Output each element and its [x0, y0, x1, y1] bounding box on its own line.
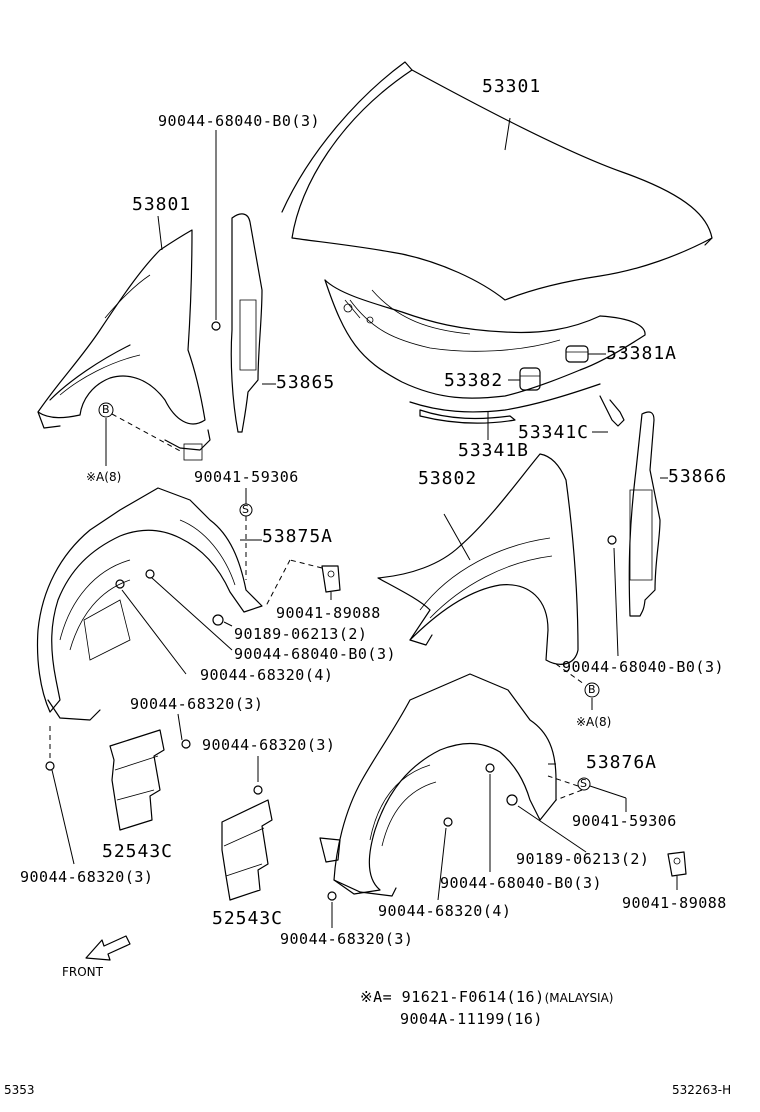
- note-a-main: ※A= 91621-F0614(16): [360, 988, 545, 1006]
- label-fender-lh: 53801: [132, 194, 192, 215]
- label-bolt-rh-seal: 90044-68040-B0(3): [562, 658, 725, 676]
- label-bolt-lh-3a: 90044-68320(3): [130, 695, 264, 713]
- label-screw-rh: 90189-06213(2): [516, 850, 650, 868]
- bolt-top: [211, 130, 221, 331]
- shield-lh-52543c: [109, 729, 165, 831]
- note-a-line1: ※A= 91621-F0614(16)(MALAYSIA): [360, 990, 613, 1005]
- bolts-rh-liner: [327, 763, 495, 928]
- liner-lh-53875a: [36, 487, 263, 721]
- seal-lh-53865: [230, 213, 276, 433]
- label-seal-rh: 53866: [668, 466, 728, 487]
- marker-b-rh-letter: B: [588, 683, 596, 696]
- cushion-53382: [508, 367, 541, 391]
- label-bolt-lh-3b: 90044-68320(3): [202, 736, 336, 754]
- label-bolt-top: 90044-68040-B0(3): [158, 112, 321, 130]
- label-shield-lh: 52543C: [102, 841, 174, 862]
- marker-b-lh: [98, 402, 183, 466]
- liner-rh-53876a: [319, 673, 557, 897]
- hood-seal-53341: [487, 395, 625, 440]
- note-a-sub: (MALAYSIA): [544, 991, 614, 1005]
- bolts-lh-liner: [45, 569, 233, 865]
- label-liner-rh: 53876A: [586, 752, 658, 773]
- marker-b-lh-letter: B: [102, 403, 110, 416]
- label-clip-lh: 90041-59306: [194, 468, 299, 486]
- label-seal-lh: 53865: [276, 372, 336, 393]
- label-bolt-lh-liner: 90044-68040-B0(3): [234, 645, 397, 663]
- clip-s-rh: [547, 775, 627, 812]
- label-bolt-lh-4: 90044-68320(4): [200, 666, 334, 684]
- label-lock-pad: 53381A: [606, 343, 678, 364]
- label-ref-a-rh: ※A(8): [576, 715, 612, 729]
- label-liner-lh: 53875A: [262, 526, 334, 547]
- page-code-right: 532263-H: [672, 1083, 732, 1097]
- label-hood-seal-c: 53341C: [518, 422, 590, 443]
- marker-s-lh-letter: S: [242, 503, 249, 516]
- note-a-line2: 9004A-11199(16): [400, 1010, 543, 1028]
- nut-rh: [667, 851, 687, 890]
- label-front: FRONT: [62, 965, 103, 979]
- marker-s-rh-letter: S: [580, 777, 587, 790]
- page-code-left: 5353: [4, 1083, 35, 1097]
- front-arrow: [85, 935, 131, 961]
- label-bolt-lh-bottom: 90044-68320(3): [20, 868, 154, 886]
- nut-lh: [265, 559, 341, 607]
- label-ref-a-lh: ※A(8): [86, 470, 122, 484]
- screw-lh: [212, 614, 233, 627]
- seal-rh-53866: [628, 411, 668, 617]
- label-nut-rh: 90041-89088: [622, 894, 727, 912]
- fender-rh-53802: [377, 453, 579, 665]
- lock-pad-53381a: [565, 345, 606, 363]
- label-fender-rh: 53802: [418, 468, 478, 489]
- label-screw-lh: 90189-06213(2): [234, 625, 368, 643]
- label-shield-rh: 52543C: [212, 908, 284, 929]
- hood-53301: [281, 61, 713, 424]
- label-clip-rh: 90041-59306: [572, 812, 677, 830]
- label-bolt-rh-liner: 90044-68040-B0(3): [440, 874, 603, 892]
- label-bolt-rh-3: 90044-68320(3): [280, 930, 414, 948]
- label-hood-seal-b: 53341B: [458, 440, 530, 461]
- label-bolt-rh-4: 90044-68320(4): [378, 902, 512, 920]
- bolt-rh-seal: [607, 535, 619, 657]
- label-nut-lh: 90041-89088: [276, 604, 381, 622]
- label-cushion: 53382: [444, 370, 504, 391]
- fender-lh-53801: [37, 215, 211, 461]
- screw-rh: [506, 794, 587, 853]
- label-hood: 53301: [482, 76, 542, 97]
- clip-s-lh: [239, 488, 253, 580]
- shield-rh-52543c: [221, 756, 273, 901]
- marker-b-rh: [555, 663, 600, 710]
